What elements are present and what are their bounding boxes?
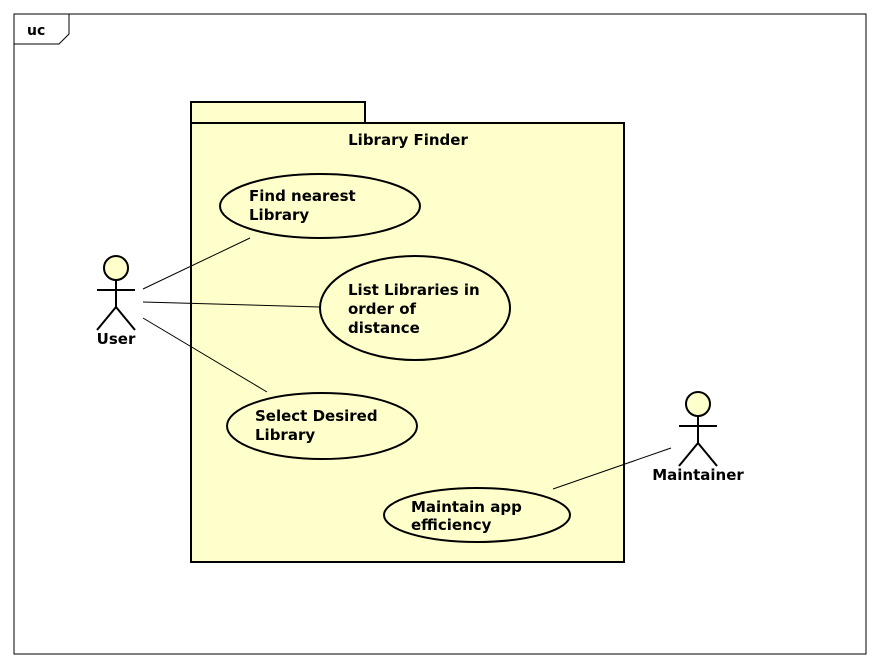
use-case-label: Library (255, 426, 315, 444)
use-case-label: Library (249, 206, 309, 224)
association-user-find-nearest (142, 237, 251, 290)
use-case-ellipse (319, 255, 511, 361)
actor-right-leg (697, 442, 718, 467)
actor-left-leg (678, 442, 699, 467)
frame-tag (13, 13, 70, 45)
actor-head (685, 391, 711, 417)
use-case-label: Select Desired (255, 407, 378, 425)
use-case-list-libraries[interactable]: List Libraries in order of distance (319, 255, 511, 361)
associations (142, 237, 672, 490)
use-case-label: distance (348, 319, 420, 337)
association-maintainer-maintain-efficiency (552, 447, 672, 490)
actor-maintainer[interactable] (678, 391, 718, 467)
package-title: Library Finder (348, 131, 468, 149)
use-case-ellipse (383, 487, 571, 543)
use-case-maintain-app-efficiency[interactable]: Maintain app efficiency (383, 487, 571, 543)
use-case-ellipse (226, 392, 418, 460)
actor-label-maintainer: Maintainer (652, 466, 744, 484)
use-case-find-nearest-library[interactable]: Find nearest Library (219, 173, 421, 239)
actor-head (103, 255, 129, 281)
use-case-ellipse (219, 173, 421, 239)
use-case-label: List Libraries in (348, 281, 480, 299)
use-case-label: Find nearest (249, 187, 356, 205)
association-user-select-desired (142, 317, 268, 393)
association-user-list-libraries (142, 301, 321, 308)
use-case-label: efficiency (411, 516, 492, 534)
actor-right-leg (115, 306, 136, 331)
use-case-label: order of (348, 300, 417, 318)
actor-left-leg (96, 306, 117, 331)
use-case-select-desired-library[interactable]: Select Desired Library (226, 392, 418, 460)
actor-label-user: User (97, 330, 136, 348)
use-case-label: Maintain app (411, 498, 522, 516)
actor-user[interactable] (96, 255, 136, 331)
frame-label: uc (27, 23, 45, 39)
package-tab (190, 101, 366, 124)
